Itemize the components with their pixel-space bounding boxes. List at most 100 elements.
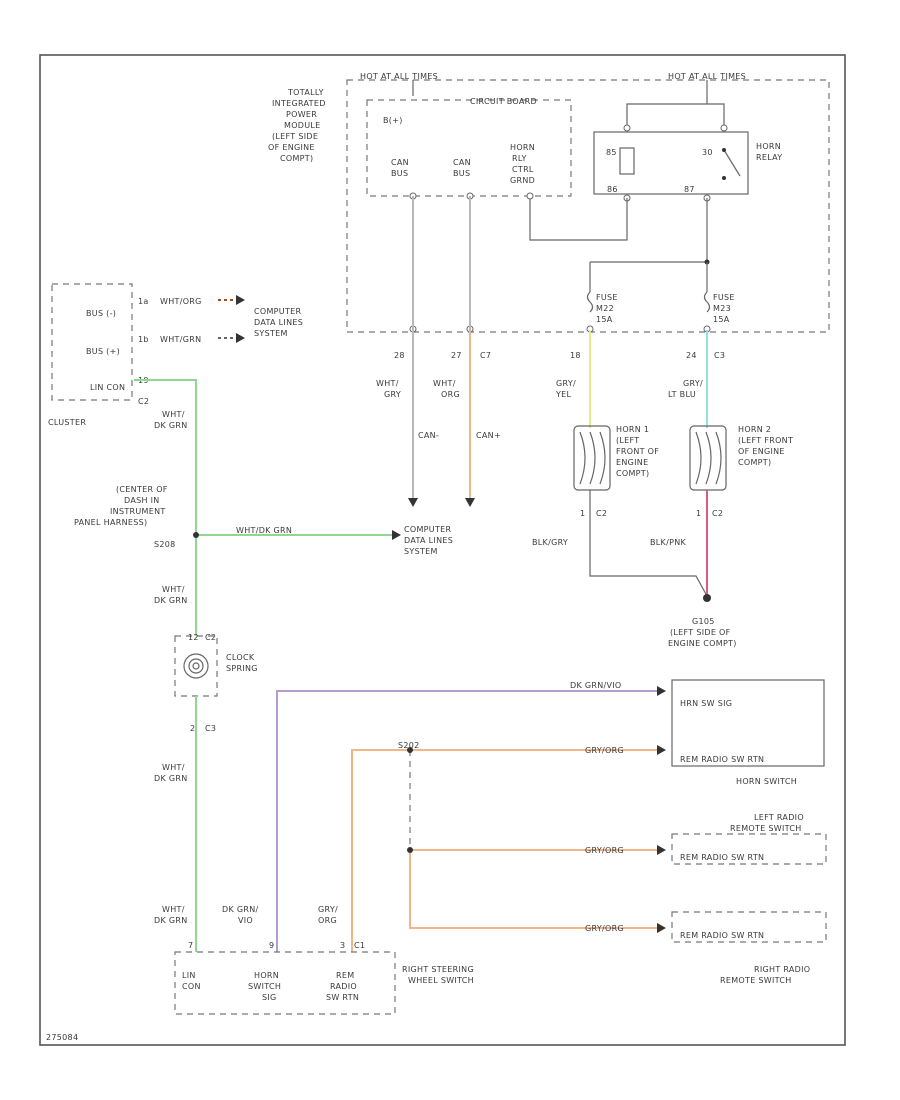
- tipm-label: TOTALLY INTEGRATED POWER MODULE (LEFT SI…: [268, 88, 325, 163]
- lin-wire-main: [134, 379, 197, 636]
- blk-pnk-label: BLK/PNK: [650, 538, 686, 547]
- svg-text:SIG: SIG: [262, 993, 277, 1002]
- horn1-ground-wire: [589, 490, 708, 597]
- svg-text:SYSTEM: SYSTEM: [254, 329, 288, 338]
- svg-text:LIN: LIN: [182, 971, 196, 980]
- fuse-m22-label: FUSE M22 15A: [596, 293, 618, 324]
- svg-text:OF ENGINE: OF ENGINE: [738, 447, 785, 456]
- right-radio-remote-label: RIGHT RADIO REMOTE SWITCH: [720, 965, 810, 985]
- splice-s202: S202: [398, 741, 420, 750]
- hot-at-all-times-label-2: HOT AT ALL TIMES: [668, 72, 746, 81]
- wire-dkgrn-vio-label: DK GRN/ VIO: [222, 905, 259, 925]
- horn1-connector: C2: [596, 509, 607, 518]
- clock-c3: C3: [205, 724, 216, 733]
- pin-24: 24: [686, 351, 697, 360]
- ground-g105-label: G105 (LEFT SIDE OF ENGINE COMPT): [668, 617, 737, 648]
- cluster-bus-minus: BUS (-): [86, 309, 116, 318]
- svg-text:RLY: RLY: [512, 154, 527, 163]
- svg-text:RIGHT RADIO: RIGHT RADIO: [754, 965, 810, 974]
- figure-id: 275084: [46, 1033, 78, 1042]
- svg-text:WHT/: WHT/: [162, 763, 185, 772]
- svg-text:CAN: CAN: [453, 158, 471, 167]
- svg-text:HORN: HORN: [756, 142, 781, 151]
- cluster-outline: [51, 283, 133, 401]
- svg-text:WHT/: WHT/: [376, 379, 399, 388]
- circuit-board-label: CIRCUIT BOARD: [470, 97, 537, 106]
- wire-wht-org-arrow-label: WHT/ORG: [160, 297, 202, 306]
- switch-connector-c1: C1: [354, 941, 365, 950]
- left-radio-remote-label: LEFT RADIO REMOTE SWITCH: [730, 813, 804, 833]
- svg-text:WHEEL SWITCH: WHEEL SWITCH: [408, 976, 474, 985]
- svg-text:INSTRUMENT: INSTRUMENT: [110, 507, 166, 516]
- svg-text:DASH IN: DASH IN: [124, 496, 160, 505]
- svg-text:(LEFT FRONT: (LEFT FRONT: [738, 436, 793, 445]
- hot-at-all-times-label-1: HOT AT ALL TIMES: [360, 72, 438, 81]
- svg-text:REM: REM: [336, 971, 354, 980]
- svg-text:GRY: GRY: [384, 390, 401, 399]
- wire-dkgrn-vio-horizontal: DK GRN/VIO: [570, 681, 622, 690]
- cluster-label: CLUSTER: [48, 418, 86, 427]
- can-plus-label: CAN+: [476, 431, 501, 440]
- svg-text:WHT/: WHT/: [433, 379, 456, 388]
- svg-text:HORN 2: HORN 2: [738, 425, 771, 434]
- svg-text:15A: 15A: [596, 315, 613, 324]
- svg-text:YEL: YEL: [555, 390, 572, 399]
- wire-wht-dkgrn-label-3: WHT/ DK GRN: [154, 763, 188, 783]
- computer-data-lines-label-2: COMPUTER DATA LINES SYSTEM: [404, 525, 453, 556]
- switch-pin-9: 9: [269, 941, 274, 950]
- pin-18: 18: [570, 351, 581, 360]
- radio-return-wire: [351, 749, 664, 952]
- wire-wht-org-label: WHT/ ORG: [433, 379, 460, 399]
- svg-text:HORN 1: HORN 1: [616, 425, 649, 434]
- svg-text:M22: M22: [596, 304, 614, 313]
- radio-return-right-branch: [409, 850, 664, 929]
- svg-text:COMPT): COMPT): [616, 469, 649, 478]
- horn-relay-control-label: HORN RLY CTRL GRND: [510, 143, 535, 185]
- clock-pin-12: 12: [188, 633, 199, 642]
- diagram-frame: [39, 54, 846, 1046]
- wire-gry-ltblu-label: GRY/ LT BLU: [668, 379, 703, 399]
- svg-text:ENGINE COMPT): ENGINE COMPT): [668, 639, 737, 648]
- wire-gry-yel-label: GRY/ YEL: [555, 379, 576, 399]
- cluster-lin-con: LIN CON: [90, 383, 125, 392]
- wire-wht-dkgrn-horizontal: WHT/DK GRN: [236, 526, 292, 535]
- svg-text:SYSTEM: SYSTEM: [404, 547, 438, 556]
- wire-wht-gry-label: WHT/ GRY: [376, 379, 401, 399]
- clock-spring-label: CLOCK SPRING: [226, 653, 258, 673]
- horn-switch-rem-rtn: REM RADIO SW RTN: [680, 755, 764, 764]
- svg-text:FUSE: FUSE: [713, 293, 735, 302]
- svg-text:PANEL HARNESS): PANEL HARNESS): [74, 518, 147, 527]
- horn2-connector: C2: [712, 509, 723, 518]
- horn2-pin: 1: [696, 509, 701, 518]
- svg-text:SW RTN: SW RTN: [326, 993, 359, 1002]
- svg-text:G105: G105: [692, 617, 715, 626]
- svg-text:S208: S208: [154, 540, 176, 549]
- horn-relay-label: HORN RELAY: [756, 142, 782, 162]
- svg-text:COMPT): COMPT): [738, 458, 771, 467]
- horn-relay-box: [593, 131, 749, 195]
- horn-switch-sig-wire: [276, 690, 664, 952]
- svg-text:WHT/: WHT/: [162, 410, 185, 419]
- horn-switch-box: [671, 679, 825, 767]
- svg-text:ENGINE: ENGINE: [616, 458, 648, 467]
- blk-gry-label: BLK/GRY: [532, 538, 568, 547]
- steering-wheel-switch-outline: [174, 951, 396, 1015]
- svg-text:BUS: BUS: [453, 169, 470, 178]
- svg-text:REMOTE SWITCH: REMOTE SWITCH: [730, 824, 802, 833]
- svg-text:(LEFT SIDE OF: (LEFT SIDE OF: [670, 628, 731, 637]
- pin-27: 27: [451, 351, 462, 360]
- fuse-m23-label: FUSE M23 15A: [713, 293, 735, 324]
- svg-text:DK GRN: DK GRN: [154, 774, 188, 783]
- svg-text:FUSE: FUSE: [596, 293, 618, 302]
- svg-text:OF ENGINE: OF ENGINE: [268, 143, 315, 152]
- svg-text:HORN: HORN: [254, 971, 279, 980]
- svg-text:(LEFT: (LEFT: [616, 436, 639, 445]
- svg-text:GRY/: GRY/: [683, 379, 703, 388]
- pin-c7: C7: [480, 351, 491, 360]
- wire-wht-dkgrn-label-1: WHT/ DK GRN: [154, 410, 187, 430]
- svg-text:GRND: GRND: [510, 176, 535, 185]
- wire-wht-grn-arrow-label: WHT/GRN: [160, 335, 201, 344]
- wire-gry-org-horizontal-3: GRY/ORG: [585, 924, 624, 933]
- svg-text:DK GRN/: DK GRN/: [222, 905, 259, 914]
- switch-lin-con: LIN CON: [182, 971, 200, 991]
